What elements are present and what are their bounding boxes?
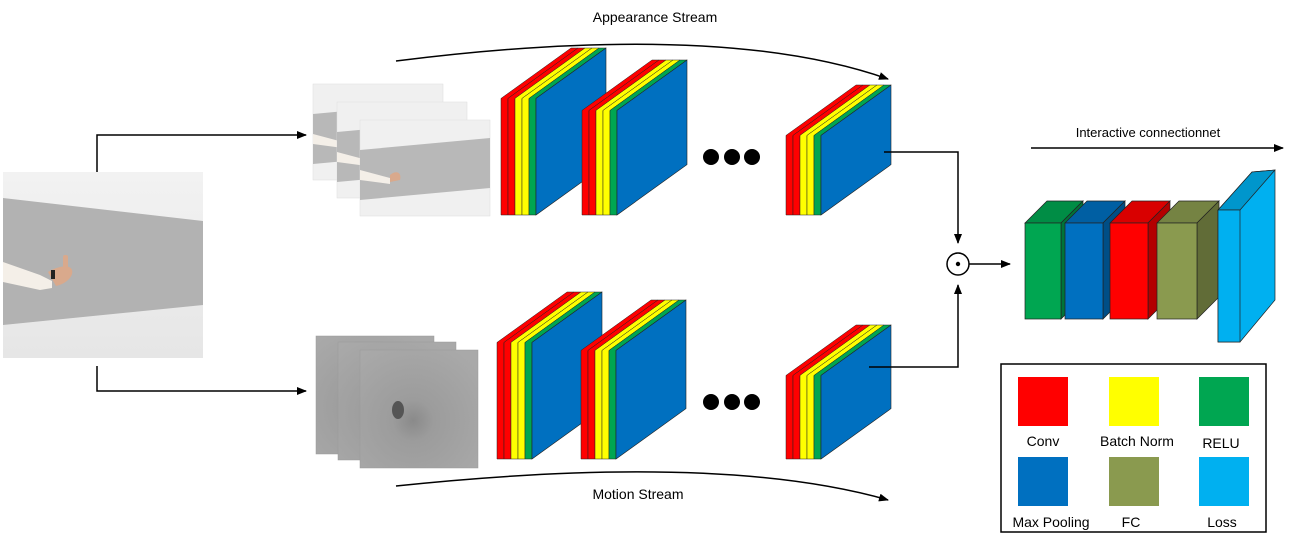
flow-motion-blob [392, 401, 404, 419]
legend-swatch-relu [1199, 377, 1249, 426]
appearance-stack-3 [785, 84, 892, 216]
motion-to-fusion-arrow [869, 284, 962, 368]
motion-stack-3 [785, 324, 892, 460]
appearance-ellipsis [703, 149, 760, 165]
appearance-stream-curve [395, 43, 889, 80]
cnn-layer-blocks [496, 47, 892, 460]
legend-swatch-fc [1109, 457, 1159, 506]
connectionnet-fc-block [1156, 200, 1220, 320]
motion-stack-2 [580, 299, 687, 460]
appearance-stream-label: Appearance Stream [593, 9, 718, 25]
motion-stream-curve [395, 471, 889, 502]
legend-swatch-batch-norm [1109, 377, 1159, 426]
legend-label-loss: Loss [1207, 514, 1237, 530]
layer-max-pooling [820, 324, 892, 460]
legend-label-batch-norm: Batch Norm [1100, 433, 1174, 449]
legend-swatch-conv [1018, 377, 1068, 426]
motion-ellipsis [703, 394, 760, 410]
legend-label-relu: RELU [1202, 435, 1239, 451]
input-to-appearance-arrow [96, 131, 307, 172]
layer-max-pooling [820, 84, 892, 216]
interactive-connectionnet-label: Interactive connectionnet [1076, 125, 1221, 140]
layer-max-pooling [615, 299, 687, 460]
rgb-frame-stack [312, 83, 491, 217]
rgb-frame [359, 119, 491, 217]
legend-label-max-pooling: Max Pooling [1012, 514, 1089, 530]
motion-stream-label: Motion Stream [592, 486, 683, 502]
layer-max-pooling [616, 59, 688, 216]
flow-frame [359, 349, 479, 469]
legend-swatch-max-pooling [1018, 457, 1068, 506]
legend: Conv Batch Norm RELU Max Pooling FC Loss [1000, 363, 1267, 533]
appearance-stack-2 [581, 59, 688, 216]
legend-label-conv: Conv [1027, 433, 1060, 449]
appearance-to-fusion-arrow [884, 151, 962, 244]
optical-flow-stack [315, 335, 479, 469]
fusion-node [946, 252, 970, 276]
interactive-connectionnet-blocks [1024, 169, 1276, 343]
legend-label-fc: FC [1122, 514, 1141, 530]
legend-swatch-loss [1199, 457, 1249, 506]
input-to-motion-arrow [96, 366, 307, 395]
input-video-frame [3, 172, 203, 358]
connectionnet-loss-front [1217, 209, 1241, 343]
